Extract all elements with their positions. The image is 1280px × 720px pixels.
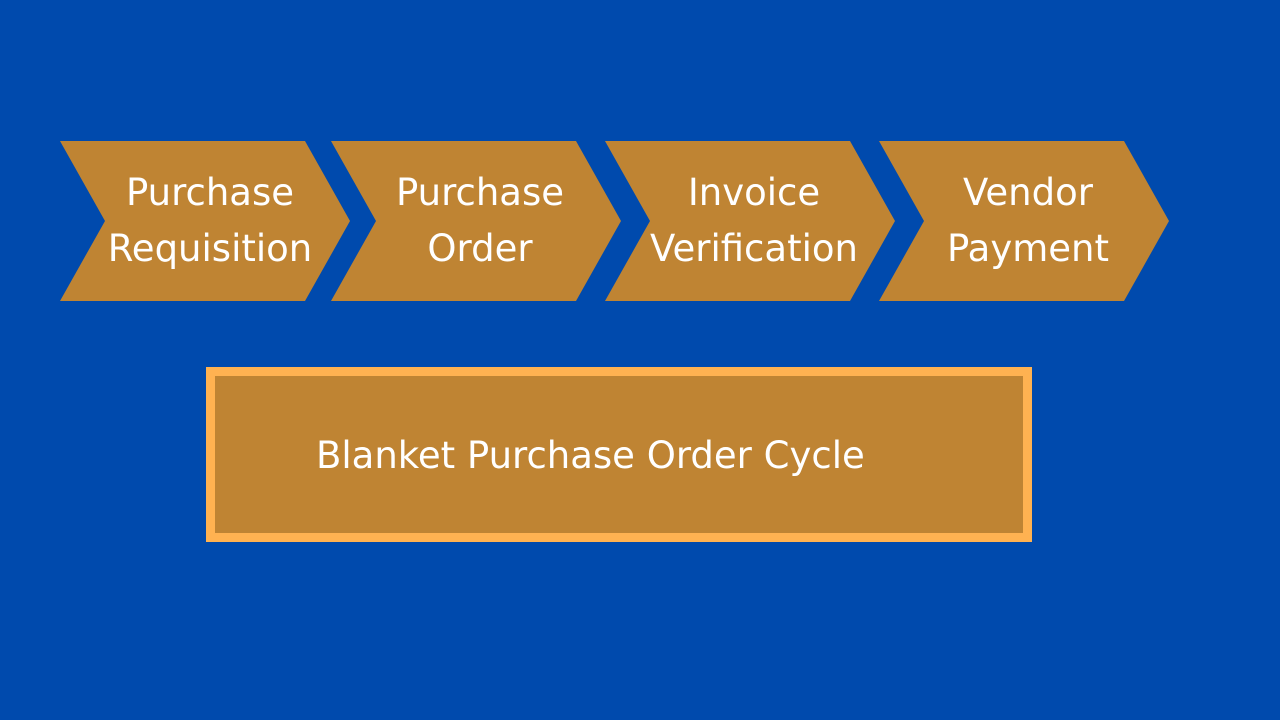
step-label: Purchase Order [395, 171, 565, 270]
step-invoice-verification: Invoice Verification [605, 141, 895, 301]
step-vendor-payment: Vendor Payment [879, 141, 1169, 301]
step-label: Invoice Verification [650, 171, 858, 270]
cycle-banner [206, 367, 1032, 542]
step-purchase-order: Purchase Order [331, 141, 621, 301]
banner-title: Blanket Purchase Order Cycle [316, 434, 865, 477]
step-purchase-requisition: Purchase Requisition [60, 141, 350, 301]
step-label: Vendor Payment [947, 171, 1109, 270]
step-label: Purchase Requisition [107, 171, 313, 270]
